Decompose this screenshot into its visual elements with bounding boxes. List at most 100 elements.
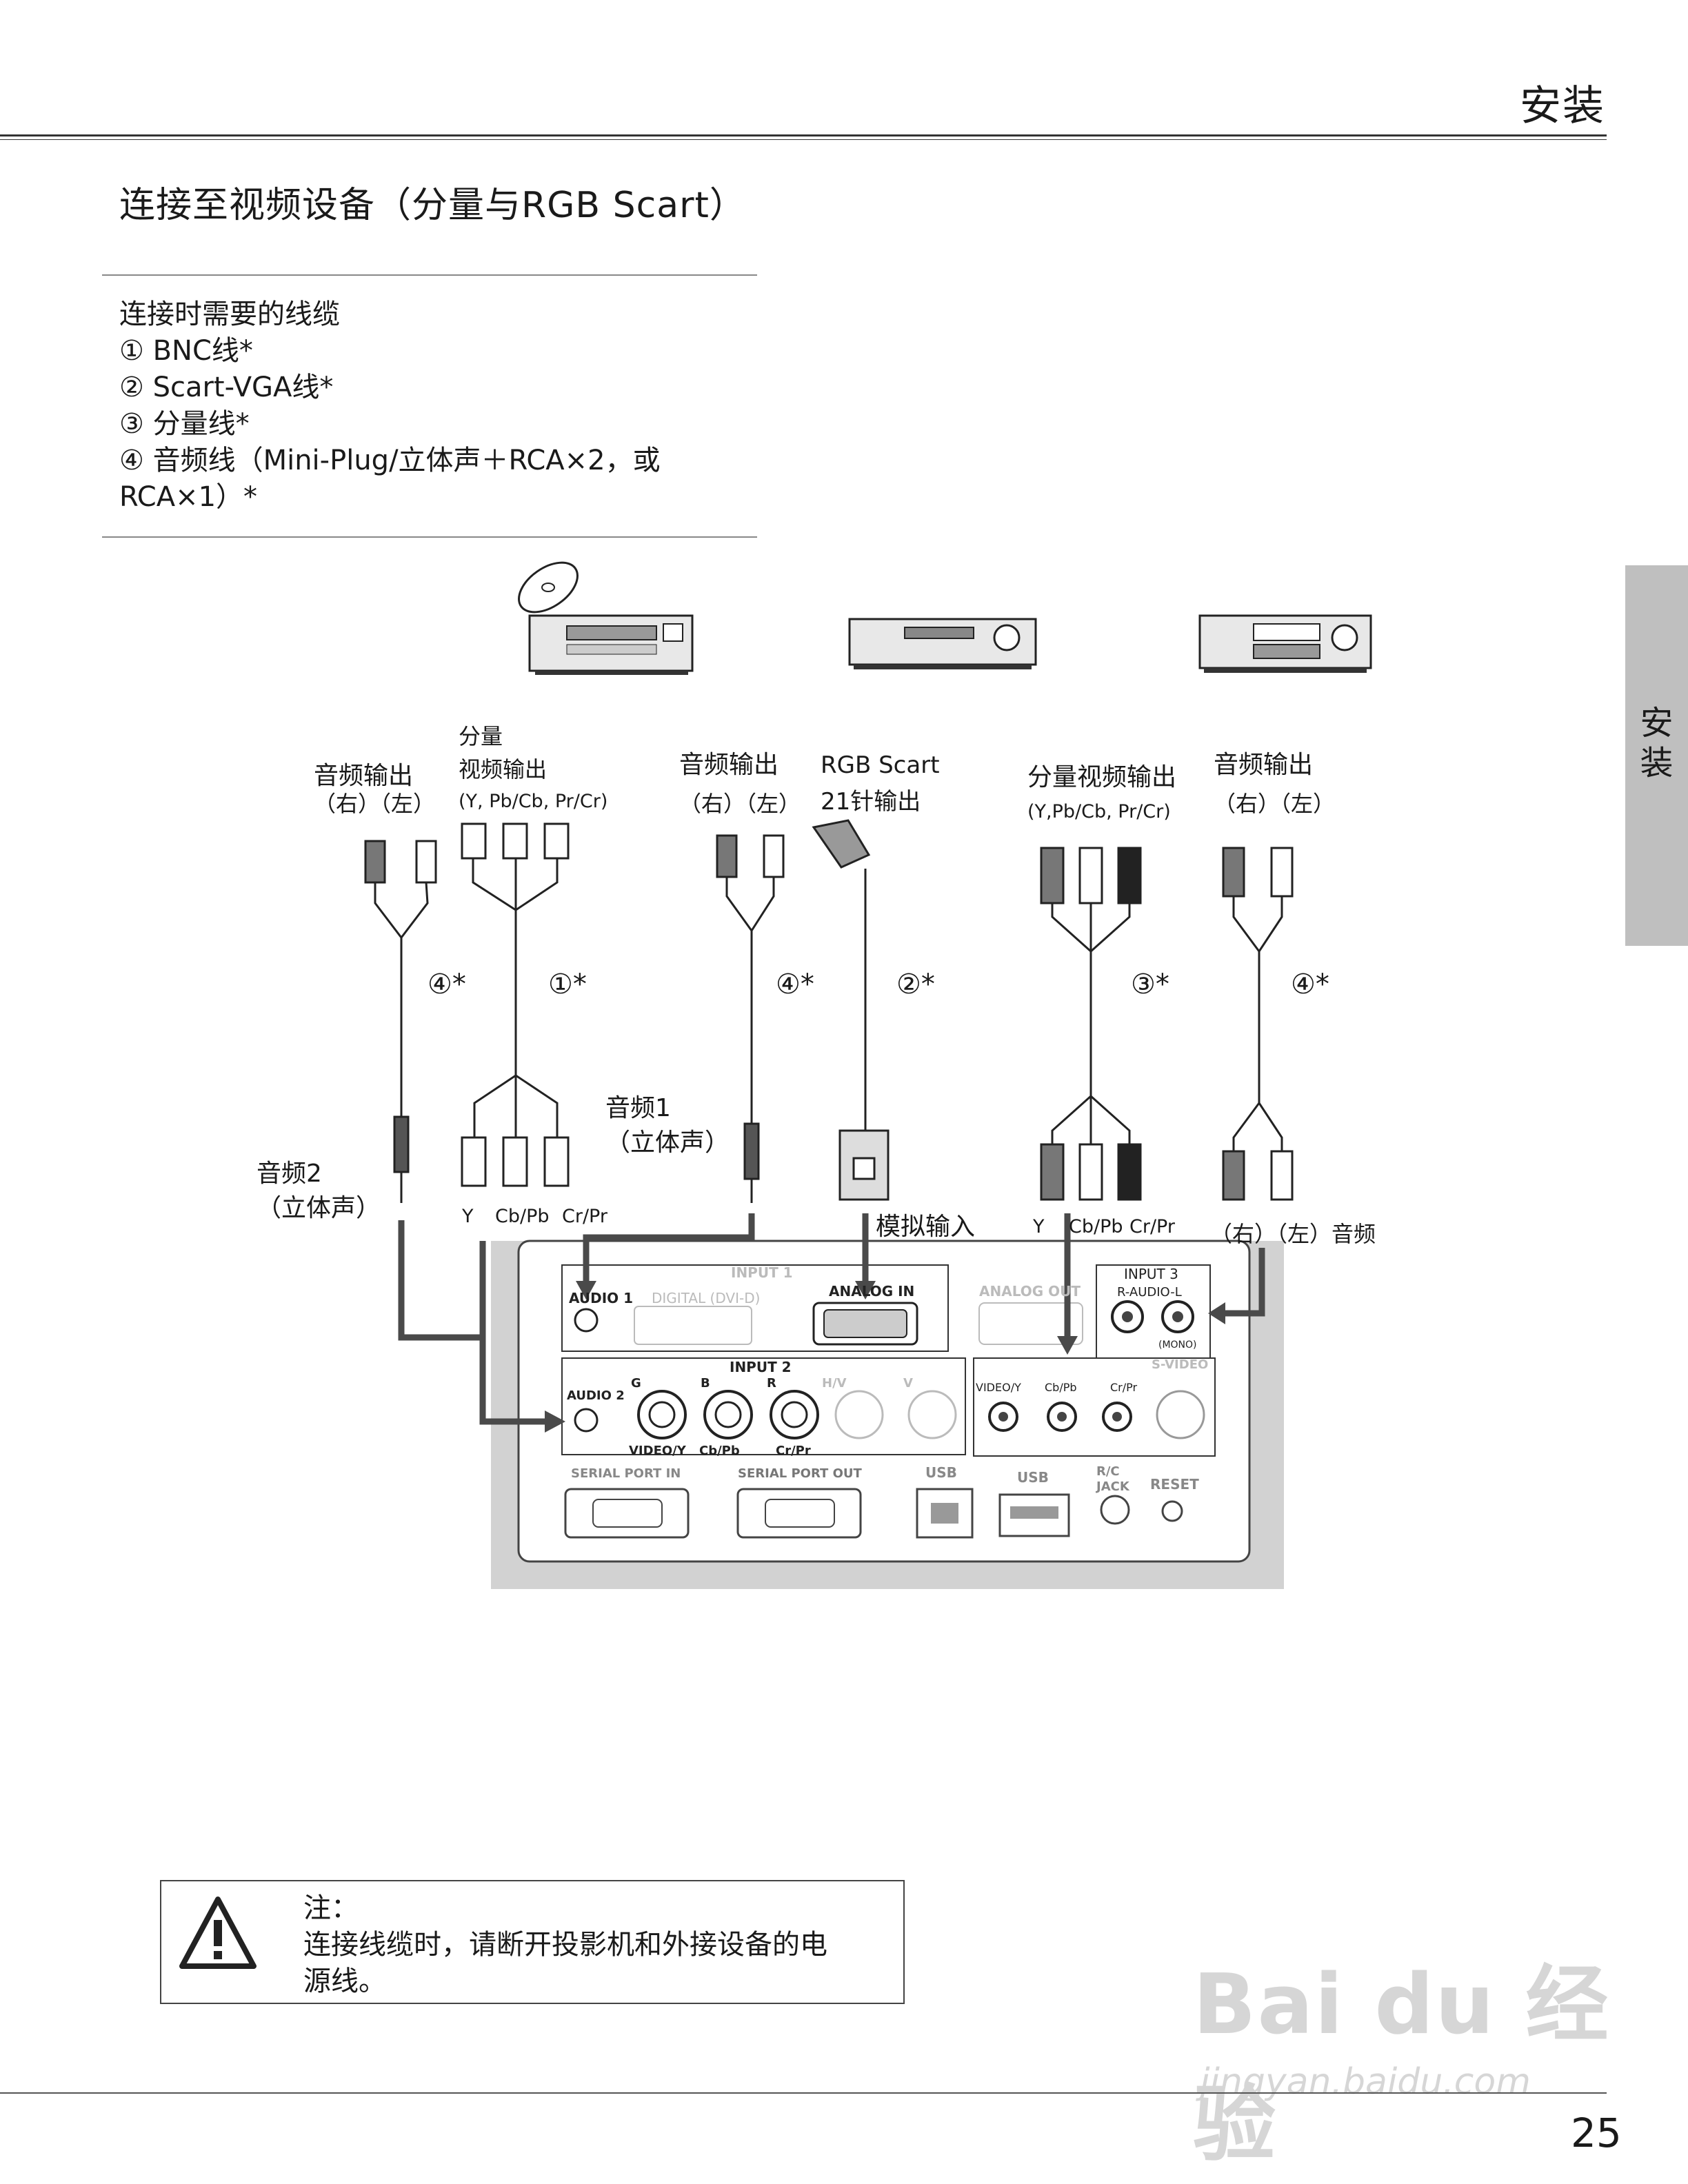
svideo-port[interactable] (1156, 1390, 1205, 1439)
label-rl-3: （右）（左） (1214, 791, 1336, 817)
label-analog-in: 模拟输入 (876, 1213, 976, 1241)
page-title: 连接至视频设备（分量与RGB Scart） (119, 185, 746, 226)
panel-input3-label: INPUT 3 (1124, 1266, 1178, 1282)
component-cable (1040, 847, 1142, 1201)
label-audio1-2: （立体声） (605, 1129, 730, 1157)
separator-top (102, 274, 757, 276)
section-title: 安装 (1520, 82, 1605, 130)
panel-audio2-label: AUDIO 2 (567, 1388, 625, 1403)
audio-cable-2 (716, 834, 785, 1203)
cable-item: ② Scart-VGA线* (119, 372, 334, 403)
side-section-tab[interactable]: 安 装 (1625, 565, 1688, 946)
panel-usb1-label: USB (925, 1464, 957, 1481)
dvi-port[interactable] (634, 1306, 752, 1345)
label-scart-2: 21针输出 (821, 788, 921, 816)
label-rl-audio: （右）（左）音频 (1210, 1221, 1376, 1247)
bnc-hv-port[interactable] (834, 1390, 884, 1439)
panel-labels: INPUT 1 AUDIO 1 DIGITAL (DVI-D) ANALOG I… (567, 1264, 1208, 1494)
panel-usb2-label: USB (1017, 1469, 1049, 1486)
panel-analog-out-label: ANALOG OUT (979, 1283, 1081, 1300)
page-number: 25 (1571, 2110, 1622, 2156)
audio2-jack[interactable] (574, 1408, 599, 1433)
label-audio-out-3: 音频输出 (1214, 751, 1314, 779)
panel-rc2-label: JACK (1095, 1479, 1130, 1494)
panel-analog-in-label: ANALOG IN (829, 1283, 914, 1300)
panel-svideo-label: S-VIDEO (1152, 1357, 1208, 1372)
panel-rc1-label: R/C (1096, 1464, 1120, 1479)
note-box (160, 1880, 905, 2004)
panel-b-label: B (701, 1376, 710, 1391)
panel-r-label: R (767, 1376, 776, 1391)
label-rca-cb: Cb/Pb (1069, 1216, 1123, 1237)
scart-vga-cable (812, 819, 890, 1201)
cable-item: ④ 音频线（Mini-Plug/立体声＋RCA×2，或 (119, 445, 661, 476)
panel-crpr-label: Cr/Pr (776, 1444, 811, 1458)
panel-mono-label: (MONO) (1158, 1339, 1197, 1351)
bnc-b-port[interactable] (703, 1390, 753, 1439)
cable-list: 连接时需要的线缆 ① BNC线* ② Scart-VGA线* ③ 分量线* ④ … (119, 296, 661, 516)
cable-number: ②* (896, 969, 935, 1000)
cable-number: ④* (1291, 969, 1329, 1000)
vcr-icon (848, 618, 1037, 669)
bnc-r-port[interactable] (770, 1390, 819, 1439)
label-scart-1: RGB Scart (821, 751, 940, 779)
panel-hv-label: H/V (822, 1376, 847, 1391)
panel-dvi-label: DIGITAL (DVI-D) (652, 1290, 760, 1306)
cable-item: ① BNC线* (119, 335, 253, 367)
panel-g-label: G (631, 1376, 641, 1391)
label-comp-top-3: (Y, Pb/Cb, Pr/Cr) (459, 791, 608, 812)
label-audio1-1: 音频1 (605, 1094, 671, 1122)
cable-list-heading: 连接时需要的线缆 (119, 299, 340, 330)
bnc-g-port[interactable] (637, 1390, 687, 1439)
panel-input1-label: INPUT 1 (731, 1264, 793, 1281)
audio-cable-3 (1222, 847, 1294, 1201)
watermark-logo: Bai du 经验 (1193, 1957, 1610, 2173)
watermark-url: jingyan.baidu.com (1200, 2061, 1531, 2103)
audio-cable-1 (364, 840, 437, 1203)
analog-out-port[interactable] (978, 1302, 1083, 1345)
panel-r-audio-l-label: R-AUDIO-L (1117, 1285, 1182, 1300)
label-bnc-y: Y (462, 1206, 474, 1227)
header-rule-thin (0, 139, 1607, 140)
cable-item: ③ 分量线* (119, 408, 250, 440)
label-comp-video-out: 分量视频输出 (1027, 763, 1177, 791)
bnc-v-port[interactable] (907, 1390, 957, 1439)
label-bnc-cr: Cr/Pr (562, 1206, 607, 1227)
av-receiver-icon (1198, 614, 1372, 673)
connection-arrows (398, 1213, 1265, 1425)
label-audio-out-1: 音频输出 (314, 762, 414, 790)
cable-number: ③* (1131, 969, 1169, 1000)
label-audio2-2: （立体声） (257, 1194, 381, 1222)
reset-button[interactable] (1161, 1500, 1183, 1522)
footer-rule (0, 2092, 1607, 2094)
panel-serial-out-label: SERIAL PORT OUT (738, 1466, 862, 1481)
panel-reset-label: RESET (1150, 1476, 1199, 1493)
note-text: 注： 连接线缆时，请断开投影机和外接设备的电 源线。 (303, 1890, 827, 2000)
panel-serial-in-label: SERIAL PORT IN (571, 1466, 681, 1481)
note-line: 连接线缆时，请断开投影机和外接设备的电 (303, 1929, 827, 1961)
label-comp-top-1: 分量 (459, 723, 503, 749)
input2-group (561, 1357, 966, 1455)
dvd-player-icon (518, 561, 694, 675)
separator-bottom (102, 536, 757, 538)
panel-in3-cr-label: Cr/Pr (1110, 1381, 1138, 1394)
label-rca-cr: Cr/Pr (1129, 1216, 1175, 1237)
note-label: 注： (303, 1892, 359, 1924)
label-audio-out-2: 音频输出 (679, 751, 779, 779)
panel-v-label: V (903, 1376, 913, 1391)
label-rca-y: Y (1033, 1216, 1045, 1237)
panel-video-y-label: VIDEO/Y (629, 1444, 687, 1458)
cable-number: ④* (776, 969, 814, 1000)
rc-jack[interactable] (1100, 1495, 1130, 1525)
label-comp-top-2: 视频输出 (459, 756, 547, 782)
panel-in3-cb-label: Cb/Pb (1045, 1381, 1077, 1394)
audio1-jack[interactable] (574, 1308, 599, 1333)
note-line: 源线。 (303, 1965, 386, 1997)
panel-input2-label: INPUT 2 (730, 1359, 792, 1375)
side-tab-label: 安 装 (1640, 704, 1674, 782)
label-rl-2: （右）（左） (679, 791, 801, 817)
panel-in3-video-y-label: VIDEO/Y (976, 1381, 1021, 1394)
label-audio2-1: 音频2 (257, 1160, 322, 1188)
cable-item: RCA×1）* (119, 481, 258, 513)
